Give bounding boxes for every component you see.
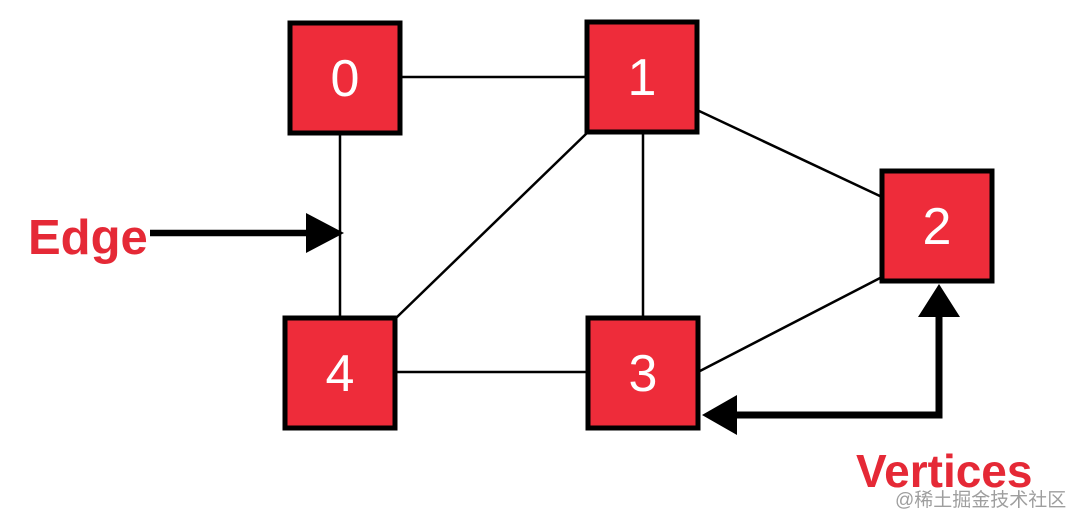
watermark-text: @稀土掘金技术社区 <box>895 489 1066 511</box>
vertex-4-node <box>282 315 398 431</box>
edge-1-4 <box>395 131 589 319</box>
vertex-2-node <box>879 168 995 284</box>
vertex-3-label: 3 <box>629 345 658 403</box>
vertex-2-label: 2 <box>923 198 952 256</box>
vertex-1-label: 1 <box>628 49 657 107</box>
vertex-2: 2 <box>879 168 995 284</box>
edge-arrowhead-icon <box>306 213 344 253</box>
vertex-1: 1 <box>584 19 700 135</box>
vertices-annotation-arrows <box>702 284 960 435</box>
arrowhead-to-vertex-3-icon <box>702 395 737 435</box>
vertex-0-label: 0 <box>331 50 360 108</box>
graph-edges <box>338 75 883 374</box>
arrowhead-to-vertex-2-icon <box>918 284 960 317</box>
edge-1-2 <box>696 108 883 199</box>
vertex-3-node <box>585 315 701 431</box>
edge-annotation-label: Edge <box>28 211 148 265</box>
vertex-1-node <box>584 19 700 135</box>
vertex-0-node <box>287 20 403 136</box>
edge-3-2 <box>697 275 883 374</box>
vertex-4: 4 <box>282 315 398 431</box>
vertex-3: 3 <box>585 315 701 431</box>
vertex-4-label: 4 <box>326 345 355 403</box>
vertex-0: 0 <box>287 20 403 136</box>
vertices-arrow-elbow <box>737 317 943 419</box>
edge-annotation-arrow <box>150 213 344 253</box>
graph-vertices: 0 1 2 3 4 <box>282 19 995 431</box>
vertices-annotation-label: Vertices <box>856 445 1032 497</box>
